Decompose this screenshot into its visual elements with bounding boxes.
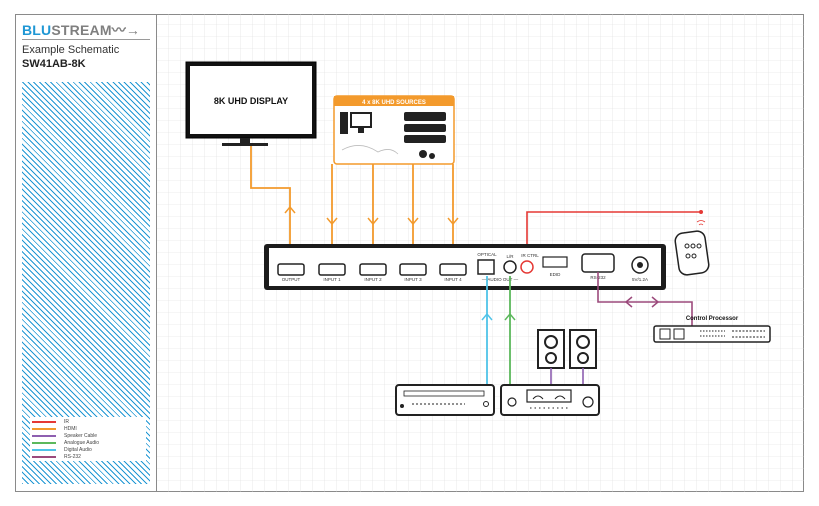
svg-text:INPUT 3: INPUT 3 bbox=[404, 277, 422, 282]
uhd-sources: 4 x 8K UHD SOURCES bbox=[333, 95, 455, 165]
svg-text:INPUT 1: INPUT 1 bbox=[323, 277, 341, 282]
wave-arrow-icon: 〰→ bbox=[111, 22, 141, 38]
cable-legend: IR HDMI Speaker Cable Analogue Audio Dig… bbox=[30, 417, 146, 461]
sidebar bbox=[15, 14, 157, 492]
sources-label: 4 x 8K UHD SOURCES bbox=[362, 100, 426, 106]
speaker-left bbox=[537, 329, 565, 369]
switcher-unit: OUTPUT INPUT 1 INPUT 2 INPUT 3 INPUT 4 O… bbox=[264, 244, 666, 290]
lr-port bbox=[503, 260, 517, 274]
svg-text:INPUT 2: INPUT 2 bbox=[364, 277, 382, 282]
hdmi-arrows bbox=[284, 205, 459, 226]
rs232-port bbox=[581, 253, 615, 273]
uhd-display: 8K UHD DISPLAY bbox=[185, 61, 317, 146]
camera-icon bbox=[419, 150, 435, 159]
optical-port bbox=[477, 259, 495, 275]
legend-item-digital: Digital Audio bbox=[32, 446, 144, 453]
brand-logo: BLUSTREAM〰→ bbox=[22, 22, 141, 38]
hdmi-port-input2 bbox=[359, 263, 387, 276]
svg-text:OPTICAL: OPTICAL bbox=[477, 252, 497, 257]
svg-text:5V/1.2A: 5V/1.2A bbox=[632, 277, 648, 282]
hdmi-port-output bbox=[277, 263, 305, 276]
control-processor bbox=[653, 325, 771, 343]
legend-item-hdmi: HDMI bbox=[32, 425, 144, 432]
edid-switch bbox=[542, 256, 568, 268]
legend-item-rs232: RS-232 bbox=[32, 453, 144, 460]
legend-item-ir: IR bbox=[32, 418, 144, 425]
legend-item-analogue: Analogue Audio bbox=[32, 439, 144, 446]
schematic-subtitle: Example Schematic bbox=[22, 44, 120, 56]
control-processor-label: Control Processor bbox=[686, 316, 739, 322]
rs232-cable bbox=[597, 272, 693, 328]
svg-text:INPUT 4: INPUT 4 bbox=[444, 277, 462, 282]
legend-item-speaker: Speaker Cable bbox=[32, 432, 144, 439]
svg-text:— AUDIO OUT —: — AUDIO OUT — bbox=[482, 277, 519, 282]
av-receiver bbox=[395, 384, 495, 416]
display-label: 8K UHD DISPLAY bbox=[214, 96, 288, 106]
svg-text:L/R: L/R bbox=[506, 254, 514, 259]
ir-ctrl-port bbox=[520, 260, 534, 274]
svg-text:IR CTRL: IR CTRL bbox=[521, 253, 539, 258]
speaker-cables bbox=[550, 368, 584, 386]
media-player-icon bbox=[404, 112, 446, 143]
model-number: SW41AB-8K bbox=[22, 58, 86, 70]
speaker-right bbox=[569, 329, 597, 369]
amplifier bbox=[500, 384, 600, 416]
svg-text:OUTPUT: OUTPUT bbox=[282, 277, 301, 282]
hdmi-port-input3 bbox=[399, 263, 427, 276]
svg-text:EDID: EDID bbox=[550, 272, 562, 277]
ir-remote-icon bbox=[674, 220, 710, 276]
hdmi-port-input4 bbox=[439, 263, 467, 276]
sidebar-divider bbox=[22, 39, 150, 40]
pc-icon bbox=[340, 112, 372, 134]
hdmi-port-input1 bbox=[318, 263, 346, 276]
